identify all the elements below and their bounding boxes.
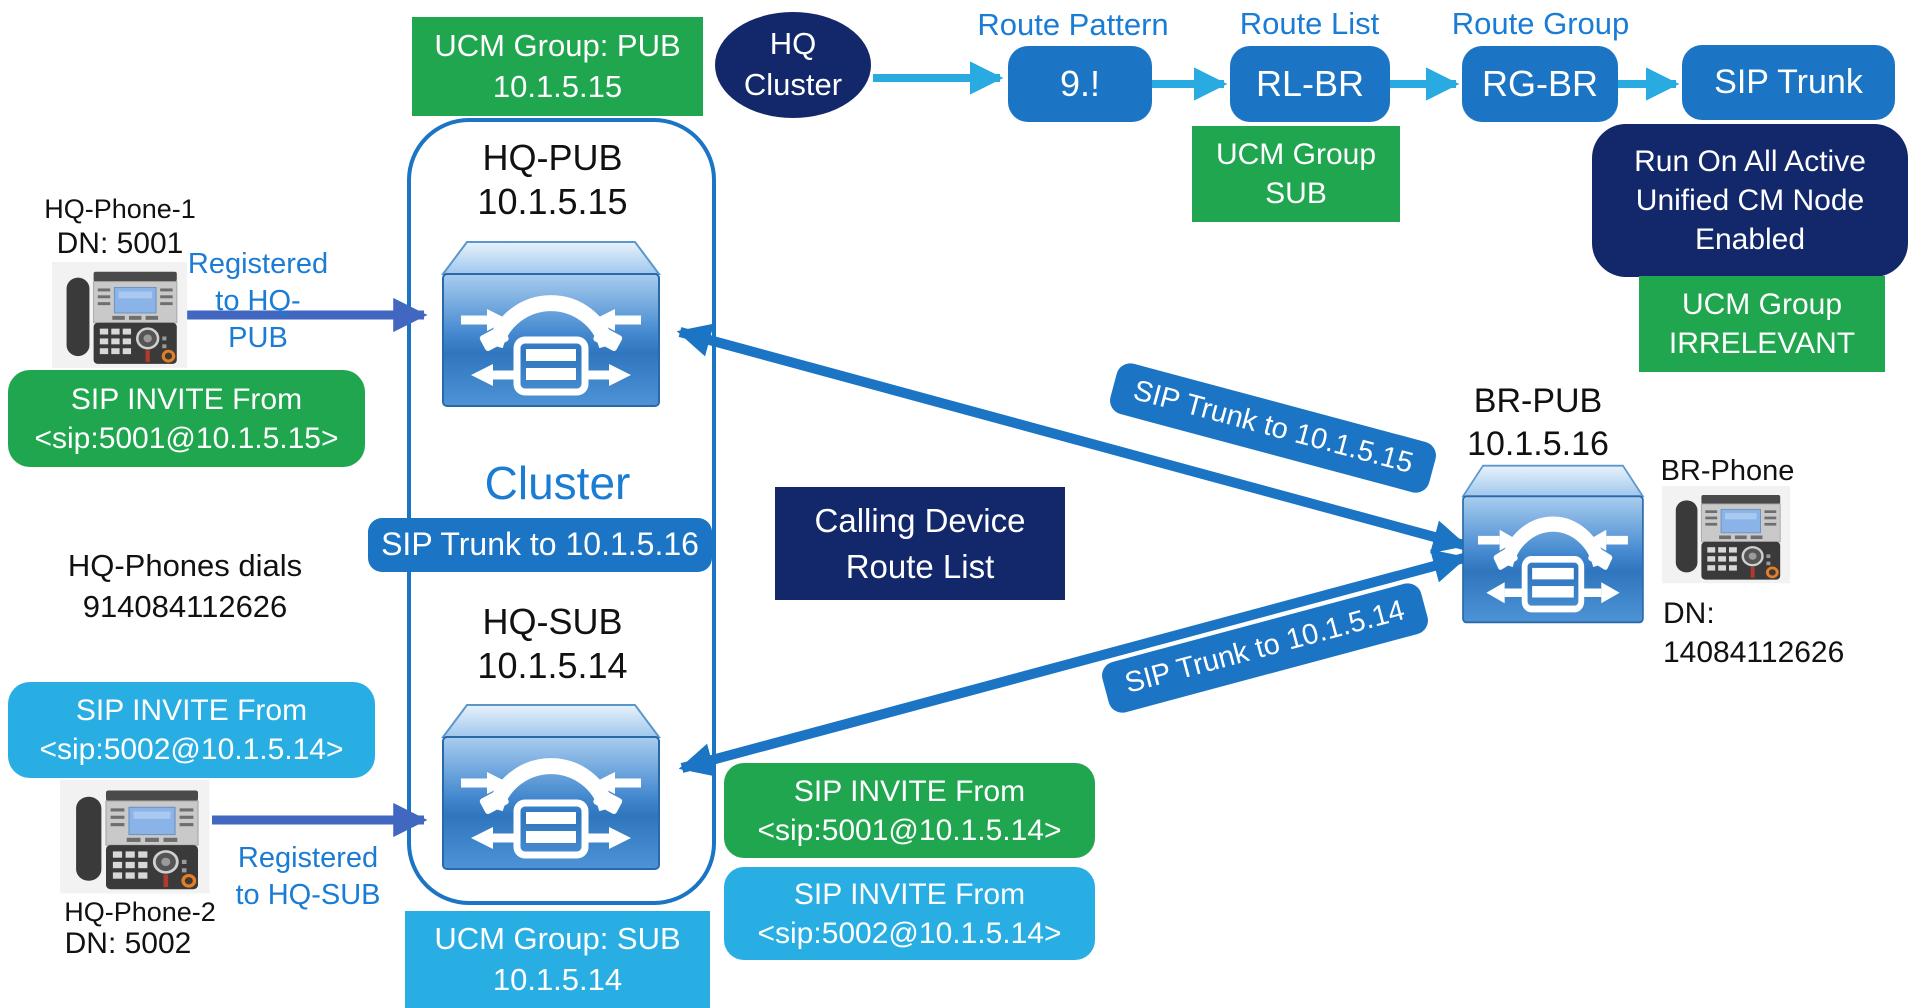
ucm-group-sub-flow-box: UCM Group SUB	[1192, 126, 1400, 222]
hq-phone-1-label: HQ-Phone-1	[44, 194, 196, 224]
hq-phone-1-dn: DN: 5001	[56, 227, 184, 260]
sip-invite-5002-14-left-box: SIP INVITE From <sip:5002@10.1.5.14>	[8, 682, 375, 778]
hq-cluster-line1: HQ	[769, 26, 817, 62]
registered-to-hqsub-label: Registered to HQ-SUB	[228, 840, 388, 914]
hq-phone-2-dn: DN: 5002	[64, 927, 192, 960]
br-phone-dn-line2: 14084112626	[1663, 636, 1845, 669]
br-pub-ucm-node-icon	[1463, 466, 1643, 623]
invite-green2-line2: <sip:5001@10.1.5.14>	[757, 813, 1062, 847]
sip-invite-5001-15-box: SIP INVITE From <sip:5001@10.1.5.15>	[8, 370, 365, 467]
hq-pub-ip: 10.1.5.15	[477, 180, 628, 222]
invite-cyan1-line2: <sip:5002@10.1.5.14>	[39, 733, 344, 766]
hq-sub-ip: 10.1.5.14	[477, 644, 628, 686]
hq-pub-name: HQ-PUB	[482, 137, 623, 178]
br-phone-dn: DN: 14084112626	[1663, 594, 1908, 672]
ucm-group-pub-line1: UCM Group: PUB	[434, 27, 681, 63]
flow-group-sub-line2: SUB	[1265, 177, 1327, 210]
route-group-box: RG-BR	[1462, 46, 1618, 122]
route-pattern-label: Route Pattern	[977, 7, 1169, 42]
dials-line2: 914084112626	[82, 588, 288, 624]
ucm-group-pub-line2: 10.1.5.15	[492, 68, 623, 104]
br-phone-dn-line1: DN:	[1663, 597, 1715, 630]
sip-invite-5002-14-box: SIP INVITE From <sip:5002@10.1.5.14>	[724, 867, 1095, 960]
hq-sub-label: HQ-SUB 10.1.5.14	[425, 600, 680, 688]
invite-cyan2-line1: SIP INVITE From	[793, 877, 1026, 911]
invite-green2-line1: SIP INVITE From	[793, 774, 1026, 808]
br-pub-name: BR-PUB	[1473, 382, 1603, 420]
hq-phone-1-icon	[50, 260, 189, 370]
ucm-group-sub-box: UCM Group: SUB 10.1.5.14	[405, 911, 710, 1008]
registered2-line2: to HQ-SUB	[235, 879, 381, 912]
hq-cluster-line2: Cluster	[743, 67, 843, 102]
route-pattern-box: 9.!	[1008, 46, 1152, 122]
irrelevant-line2: IRRELEVANT	[1668, 327, 1856, 360]
registered1-line1: Registered	[187, 248, 329, 280]
arrow-siptrunk-brpub-hqsub	[678, 549, 1468, 777]
ucm-group-sub-line2: 10.1.5.14	[492, 961, 623, 997]
sip-trunk-box: SIP Trunk	[1682, 45, 1895, 120]
ucm-group-pub-box: UCM Group: PUB 10.1.5.15	[412, 17, 703, 116]
ucm-group-sub-line1: UCM Group: SUB	[434, 920, 681, 956]
sip-invite-5001-14-box: SIP INVITE From <sip:5001@10.1.5.14>	[724, 763, 1095, 858]
hq-sub-name: HQ-SUB	[482, 601, 623, 642]
hq-pub-ucm-node-icon	[443, 242, 659, 406]
invite-green1-line1: SIP INVITE From	[70, 382, 303, 416]
calling-device-line2: Route List	[845, 547, 995, 585]
route-list-label: Route List	[1239, 6, 1380, 41]
br-phone-icon	[1660, 484, 1792, 585]
registered2-line1: Registered	[237, 842, 379, 874]
run-on-line3: Enabled	[1694, 223, 1806, 256]
run-on-all-active-box: Run On All Active Unified CM Node Enable…	[1592, 124, 1908, 277]
br-pub-ip: 10.1.5.16	[1467, 424, 1609, 463]
registered-to-hqpub-label: Registered to HQ-PUB	[188, 246, 328, 357]
route-list-box: RL-BR	[1230, 46, 1390, 122]
hq-pub-label: HQ-PUB 10.1.5.15	[425, 136, 680, 224]
invite-cyan1-line1: SIP INVITE From	[75, 694, 308, 727]
hq-phone-2-icon	[58, 778, 212, 896]
irrelevant-line1: UCM Group	[1681, 288, 1843, 321]
invite-cyan2-line2: <sip:5002@10.1.5.14>	[757, 916, 1062, 950]
ucm-group-irrelevant-box: UCM Group IRRELEVANT	[1639, 276, 1885, 372]
arrow-siptrunk-brpub-hqpub	[676, 323, 1468, 554]
registered1-line2: to HQ-PUB	[215, 285, 301, 355]
run-on-line2: Unified CM Node	[1635, 184, 1865, 217]
hq-sub-ucm-node-icon	[443, 705, 659, 869]
calling-device-route-list-box: Calling Device Route List	[775, 487, 1065, 600]
calling-device-line1: Calling Device	[814, 501, 1026, 539]
hq-cluster-ellipse: HQ Cluster	[715, 12, 871, 118]
sip-trunk-16-box: SIP Trunk to 10.1.5.16	[368, 518, 712, 572]
route-group-label: Route Group	[1451, 6, 1630, 41]
flow-group-sub-line1: UCM Group	[1215, 138, 1377, 171]
hq-phones-dials-label: HQ-Phones dials 914084112626	[50, 546, 320, 628]
br-pub-label: BR-PUB 10.1.5.16	[1438, 380, 1638, 465]
dials-line1: HQ-Phones dials	[67, 548, 303, 583]
hq-phone-2-label: HQ-Phone-2	[64, 897, 216, 927]
br-phone-label: BR-Phone	[1660, 455, 1795, 487]
run-on-line1: Run On All Active	[1634, 145, 1866, 178]
cluster-label: Cluster	[484, 457, 631, 509]
invite-green1-line2: <sip:5001@10.1.5.15>	[34, 421, 339, 455]
